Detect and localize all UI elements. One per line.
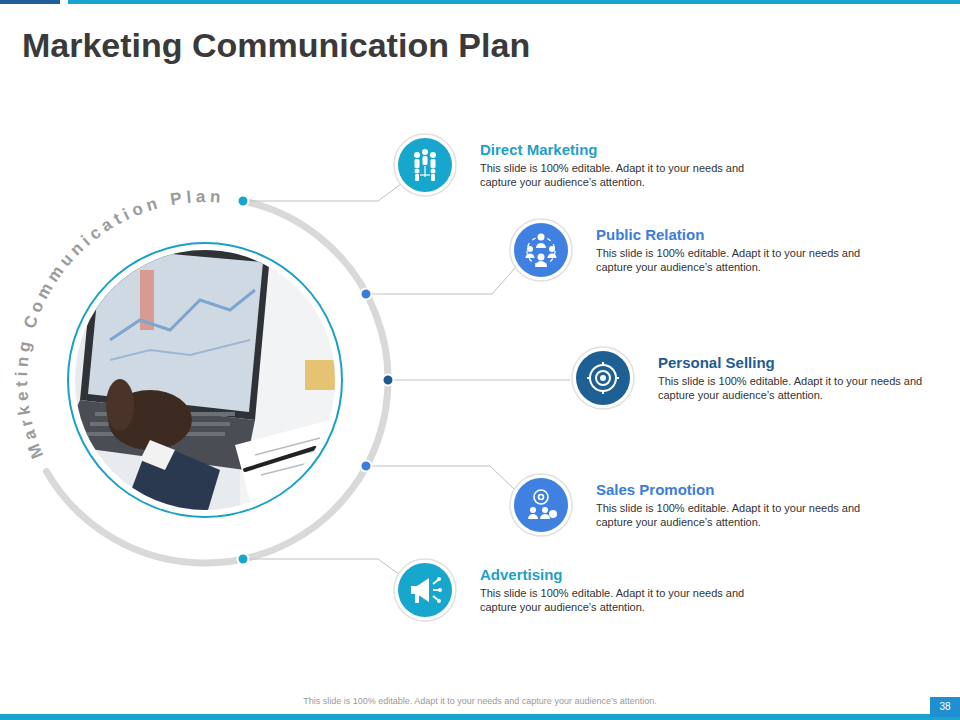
grey-arc [47,201,388,563]
node-body: This slide is 100% editable. Adapt it to… [596,501,896,529]
text-column: Sales PromotionThis slide is 100% editab… [596,481,896,529]
icon-text-node: Public RelationThis slide is 100% editab… [509,218,899,282]
node-body: This slide is 100% editable. Adapt it to… [658,374,958,402]
footer-caption: This slide is 100% editable. Adapt it to… [0,696,960,706]
page-number: 38 [930,697,960,717]
node-heading: Advertising [480,566,780,583]
bottom-bar [0,714,960,720]
node-heading: Public Relation [596,226,896,243]
node-heading: Direct Marketing [480,141,780,158]
node-heading: Sales Promotion [596,481,896,498]
slide-title: Marketing Communication Plan [22,26,530,65]
text-column: AdvertisingThis slide is 100% editable. … [480,566,780,614]
icon-circle [571,346,635,410]
icon-text-node: Sales PromotionThis slide is 100% editab… [509,473,899,537]
node-body: This slide is 100% editable. Adapt it to… [480,161,780,189]
icon-circle [509,218,573,282]
icon-text-node: Personal SellingThis slide is 100% edita… [571,346,960,410]
node-heading: Personal Selling [658,354,958,371]
text-column: Direct MarketingThis slide is 100% edita… [480,141,780,189]
node-body: This slide is 100% editable. Adapt it to… [480,586,780,614]
icon-text-node: Direct MarketingThis slide is 100% edita… [393,133,783,197]
node-body: This slide is 100% editable. Adapt it to… [596,246,896,274]
text-column: Personal SellingThis slide is 100% edita… [658,354,958,402]
icon-text-node: AdvertisingThis slide is 100% editable. … [393,558,783,622]
icon-circle [393,133,457,197]
icon-circle [509,473,573,537]
leader-lines [243,184,570,575]
text-column: Public RelationThis slide is 100% editab… [596,226,896,274]
icon-circle [393,558,457,622]
arc-dots [238,196,394,565]
top-bar [68,0,960,4]
laptop-photo [60,240,345,520]
top-bar [0,0,60,4]
